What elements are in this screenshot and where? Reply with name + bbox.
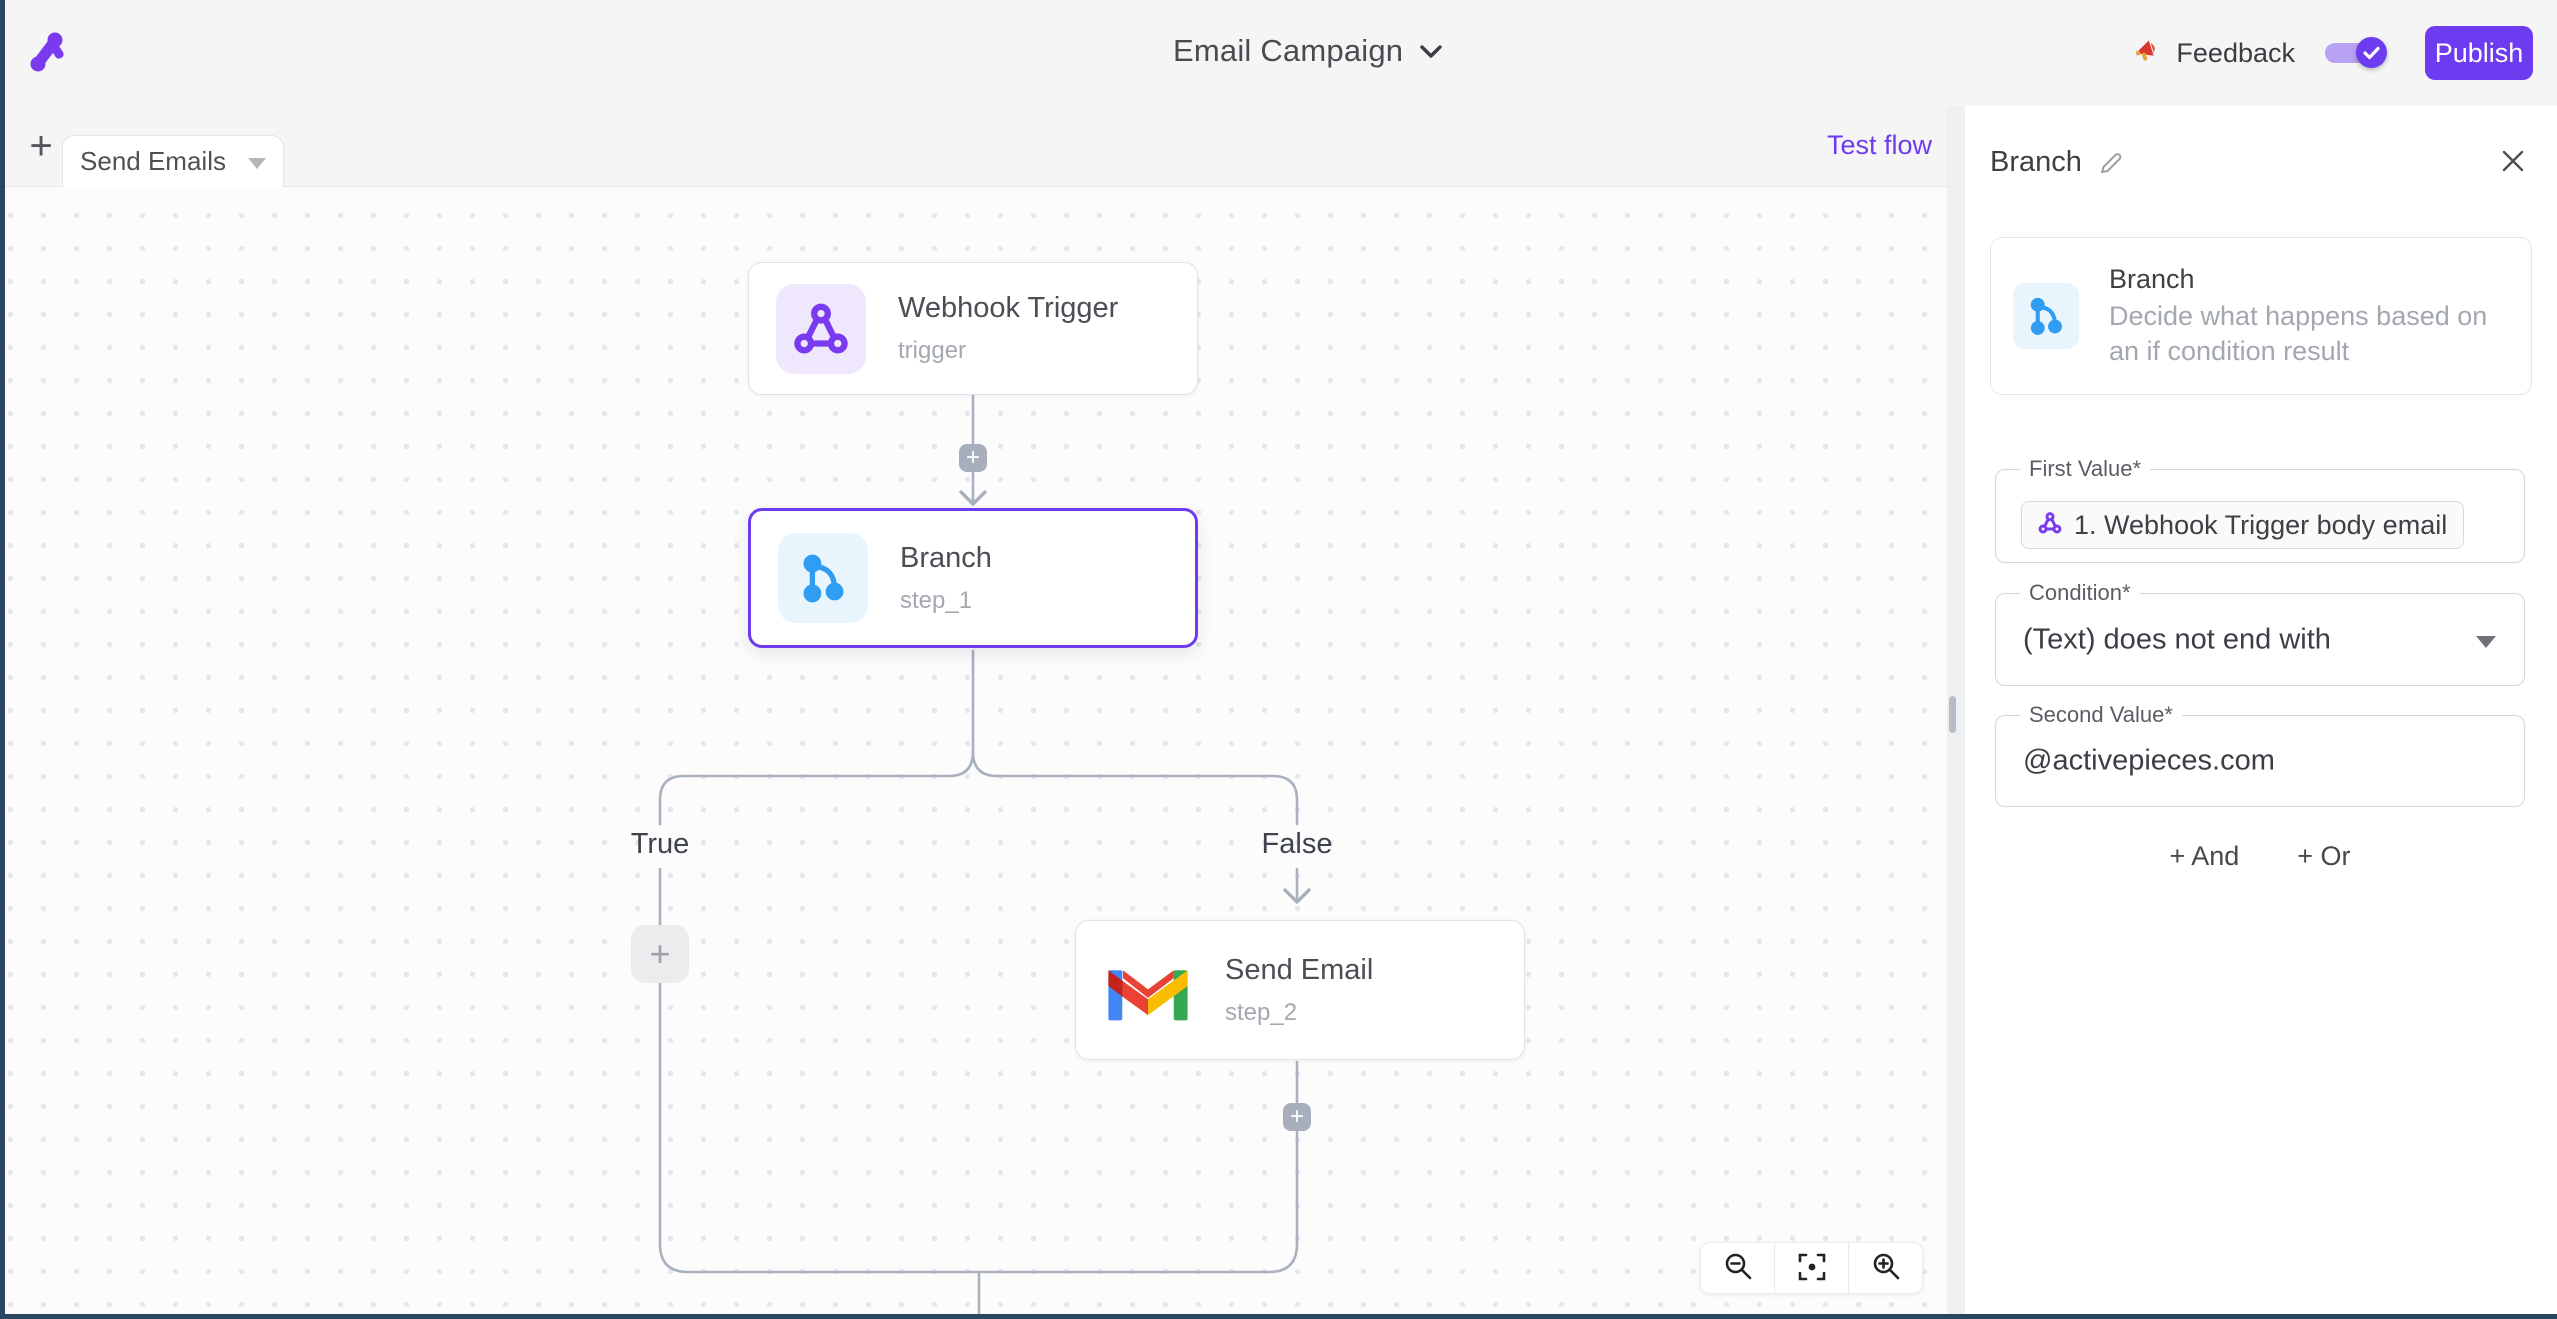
publish-toggle[interactable] bbox=[2325, 37, 2387, 68]
add-step-false-branch-button[interactable]: + bbox=[1283, 1103, 1311, 1131]
first-value-label: First Value* bbox=[2020, 456, 2151, 482]
second-value-field[interactable]: Second Value* @activepieces.com bbox=[1995, 702, 2525, 807]
close-icon bbox=[2500, 148, 2526, 177]
publish-button[interactable]: Publish bbox=[2425, 26, 2533, 80]
node-title: Webhook Trigger bbox=[898, 292, 1119, 324]
condition-add-buttons: + And + Or bbox=[1995, 841, 2525, 872]
add-or-button[interactable]: + Or bbox=[2297, 841, 2351, 871]
branch-icon bbox=[2013, 283, 2079, 349]
branch-icon bbox=[778, 533, 868, 623]
add-flow-button[interactable]: + bbox=[19, 124, 63, 168]
panel-title: Branch bbox=[1990, 146, 2082, 178]
add-step-button[interactable]: + bbox=[959, 444, 987, 472]
zoom-in-icon bbox=[1870, 1251, 1902, 1286]
test-flow-button[interactable]: Test flow bbox=[1827, 130, 1933, 160]
chevron-down-icon bbox=[1419, 44, 1443, 65]
branch-true-label: True bbox=[630, 828, 690, 860]
node-webhook-trigger[interactable]: Webhook Trigger trigger bbox=[748, 262, 1198, 395]
node-branch[interactable]: Branch step_1 bbox=[748, 508, 1198, 648]
canvas-zoom-controls bbox=[1700, 1242, 1923, 1294]
branch-false-label: False bbox=[1261, 828, 1333, 860]
edit-pencil-icon[interactable] bbox=[2098, 150, 2124, 176]
zoom-out-icon bbox=[1722, 1251, 1754, 1286]
close-panel-button[interactable] bbox=[2496, 144, 2530, 181]
node-title: Branch bbox=[900, 541, 992, 574]
megaphone-icon bbox=[2134, 36, 2164, 71]
activepieces-logo-icon[interactable] bbox=[27, 28, 73, 76]
zoom-in-button[interactable] bbox=[1848, 1243, 1922, 1293]
flow-tab-label: Send Emails bbox=[80, 146, 226, 176]
webhook-icon bbox=[2038, 511, 2062, 540]
first-value-token[interactable]: 1. Webhook Trigger body email bbox=[2021, 501, 2465, 549]
piece-description: Decide what happens based on an if condi… bbox=[2109, 300, 2488, 366]
feedback-button[interactable]: Feedback bbox=[2134, 36, 2295, 71]
add-and-button[interactable]: + And bbox=[2169, 841, 2240, 871]
flow-canvas[interactable] bbox=[5, 187, 1947, 1314]
flow-tab-bar: + Send Emails Test flow bbox=[5, 106, 1947, 187]
piece-name: Branch bbox=[2109, 263, 2195, 294]
fit-view-icon bbox=[1796, 1251, 1828, 1286]
vertical-scrollbar[interactable] bbox=[1949, 696, 1956, 733]
toggle-thumb bbox=[2356, 37, 2387, 68]
add-step-true-branch-button[interactable]: + bbox=[631, 925, 689, 983]
second-value-label: Second Value* bbox=[2020, 702, 2182, 728]
second-value-input[interactable]: @activepieces.com bbox=[2023, 744, 2275, 777]
node-subtitle: step_1 bbox=[900, 586, 973, 614]
step-settings-panel: Branch bbox=[1965, 106, 2557, 1314]
condition-label: Condition* bbox=[2020, 580, 2140, 606]
condition-select[interactable]: Condition* (Text) does not end with bbox=[1995, 580, 2525, 686]
tab-caret-icon[interactable] bbox=[247, 157, 266, 169]
flow-tab-send-emails[interactable]: Send Emails bbox=[62, 135, 284, 187]
node-title: Send Email bbox=[1225, 953, 1374, 986]
gmail-icon bbox=[1103, 945, 1193, 1035]
condition-value: (Text) does not end with bbox=[2023, 623, 2331, 655]
fit-view-button[interactable] bbox=[1774, 1243, 1848, 1293]
piece-info-card: Branch Decide what happens based on an i… bbox=[1990, 237, 2532, 395]
feedback-label: Feedback bbox=[2176, 37, 2295, 68]
node-subtitle: step_2 bbox=[1225, 998, 1298, 1026]
select-caret-icon bbox=[2476, 635, 2496, 648]
node-subtitle: trigger bbox=[898, 337, 967, 364]
app-header: Email Campaign Feedback bbox=[5, 0, 2557, 106]
flow-title: Email Campaign bbox=[1173, 33, 1404, 68]
node-send-email[interactable]: Send Email step_2 bbox=[1075, 920, 1525, 1060]
flow-title-menu[interactable]: Email Campaign bbox=[1173, 33, 1443, 69]
webhook-icon bbox=[776, 283, 866, 374]
canvas-panel-divider bbox=[1947, 106, 1965, 1314]
window-edge-left bbox=[0, 0, 5, 1319]
zoom-out-button[interactable] bbox=[1701, 1243, 1774, 1293]
first-value-token-text: 1. Webhook Trigger body email bbox=[2074, 509, 2448, 540]
window-edge-bottom bbox=[0, 1314, 2557, 1319]
first-value-field[interactable]: First Value* 1. Webhook Trigger body ema… bbox=[1995, 456, 2525, 563]
